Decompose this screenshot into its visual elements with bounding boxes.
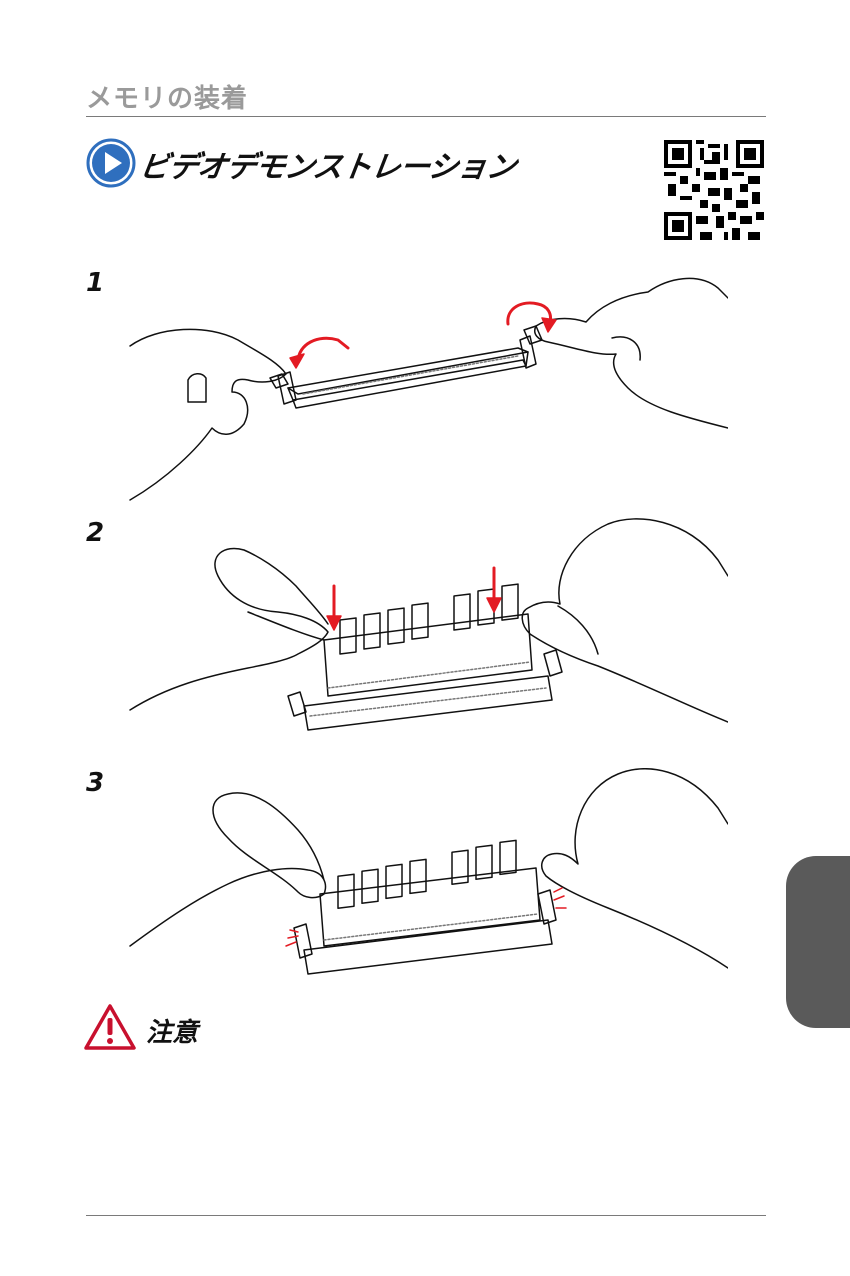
section-title: メモリの装着 [86, 78, 248, 115]
right-hand [535, 278, 728, 428]
dimm-slot [288, 348, 528, 408]
dimm-slot [288, 650, 562, 730]
caution-label: 注意 [146, 1012, 198, 1049]
click-marks [286, 888, 566, 946]
memory-module [324, 584, 532, 696]
step-2-insert-module-illustration [128, 516, 728, 740]
qr-code-icon [664, 140, 764, 240]
step-3-number: 3 [86, 768, 104, 798]
rotate-arrow-left-head [290, 354, 304, 368]
rotate-arrow-right-head [542, 318, 556, 332]
left-hand [130, 548, 328, 710]
dimm-slot [294, 890, 556, 974]
warning-icon [84, 1004, 136, 1050]
step-1-open-latches-illustration [128, 268, 728, 508]
right-hand [542, 769, 728, 968]
chapter-side-tab [786, 856, 850, 1028]
play-icon[interactable] [86, 138, 136, 188]
left-hand [130, 793, 325, 946]
rotate-arrow-left [298, 338, 348, 362]
memory-module-seated [320, 840, 540, 946]
video-demo-label[interactable]: ビデオデモンストレーション [137, 142, 519, 186]
right-hand [522, 519, 728, 722]
step-1-number: 1 [86, 268, 104, 298]
step-2-number: 2 [86, 518, 104, 548]
header-divider [86, 116, 766, 117]
step-3-lock-module-illustration [128, 768, 728, 982]
left-hand [130, 329, 286, 500]
footer-divider [86, 1215, 766, 1216]
